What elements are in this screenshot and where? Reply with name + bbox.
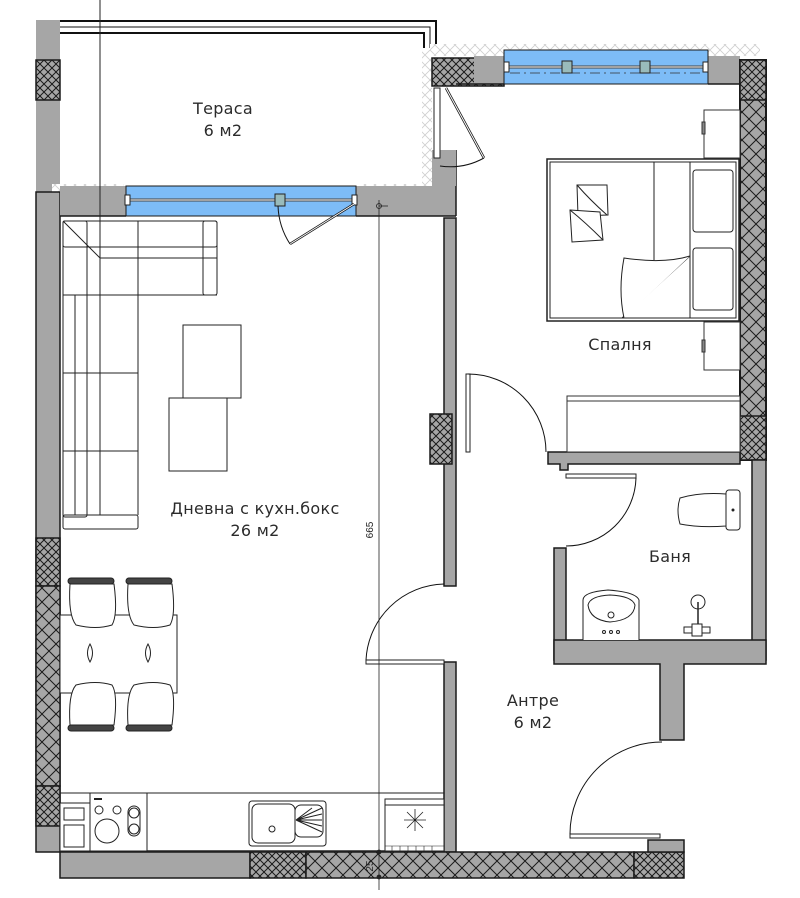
coffee-tables [168, 324, 242, 472]
nightstands [701, 109, 741, 371]
wall-bedroom-bath [547, 451, 741, 471]
room-name: Антре [506, 691, 560, 710]
kitchen-counter [59, 792, 445, 852]
candle-icon [87, 642, 93, 664]
room-label-bathroom: Баня [630, 546, 710, 568]
wardrobe [566, 395, 741, 453]
room-name: Баня [648, 547, 692, 566]
room-label-hallway: Антре 6 м2 [488, 690, 578, 734]
bed-icon [546, 158, 740, 322]
chair [67, 682, 117, 732]
room-area: 6 м2 [513, 713, 553, 732]
chair [67, 577, 117, 628]
room-area: 6 м2 [203, 121, 243, 140]
door-bathroom[interactable] [565, 473, 637, 547]
wall-left-hatch-lower [35, 585, 61, 787]
candle-icon [145, 642, 151, 664]
wall-terrace-living [60, 186, 126, 216]
wall-bath-bottom [553, 639, 767, 741]
dimension-label-25: 25 [365, 860, 376, 872]
dimension-line-vertical [376, 200, 388, 890]
decorative-pillows [569, 184, 609, 243]
room-label-terrace: Тераса 6 м2 [158, 98, 288, 142]
wall-living-hall [443, 217, 457, 587]
door-terrace-living[interactable] [277, 202, 355, 246]
fridge-icon [384, 798, 445, 852]
room-label-bedroom: Спалня [570, 334, 670, 356]
wall-left-hatch-upper [35, 537, 61, 587]
room-name: Тераса [193, 99, 253, 118]
room-area: 26 м2 [230, 521, 280, 540]
dining-table-icon [59, 577, 178, 732]
shower-icon [683, 594, 711, 637]
washbasin-icon [582, 589, 640, 640]
kitchen-sink-icon [248, 800, 327, 847]
wall-bottom-hatch [249, 851, 307, 879]
wall-bath-right [751, 459, 767, 661]
room-label-living: Дневна с кухн.бокс 26 м2 [150, 498, 360, 542]
door-entrance[interactable] [569, 741, 663, 839]
stove-icon [89, 792, 148, 852]
wall-bottom [59, 851, 251, 879]
wall-bedroom-top [474, 56, 504, 84]
door-bedroom[interactable] [465, 373, 547, 453]
chair [125, 682, 175, 732]
room-name: Спалня [588, 335, 652, 354]
wall-right [739, 59, 767, 461]
door-living[interactable] [365, 583, 445, 665]
chair [125, 577, 175, 628]
wall-terrace-left-hatch [35, 59, 61, 101]
toilet-icon [677, 489, 741, 531]
door-terrace-balcony[interactable] [433, 87, 486, 168]
oven-icon [59, 802, 91, 852]
wall-terrace-left [36, 20, 60, 200]
corner-sofa-icon [62, 0, 218, 530]
window-terrace [124, 185, 358, 217]
window-bedroom [503, 49, 709, 85]
room-name: Дневна с кухн.бокс [170, 499, 340, 518]
terrace-railing [60, 20, 437, 48]
dimension-label-665: 665 [365, 521, 376, 538]
wall-living-hall-lower [443, 661, 457, 853]
